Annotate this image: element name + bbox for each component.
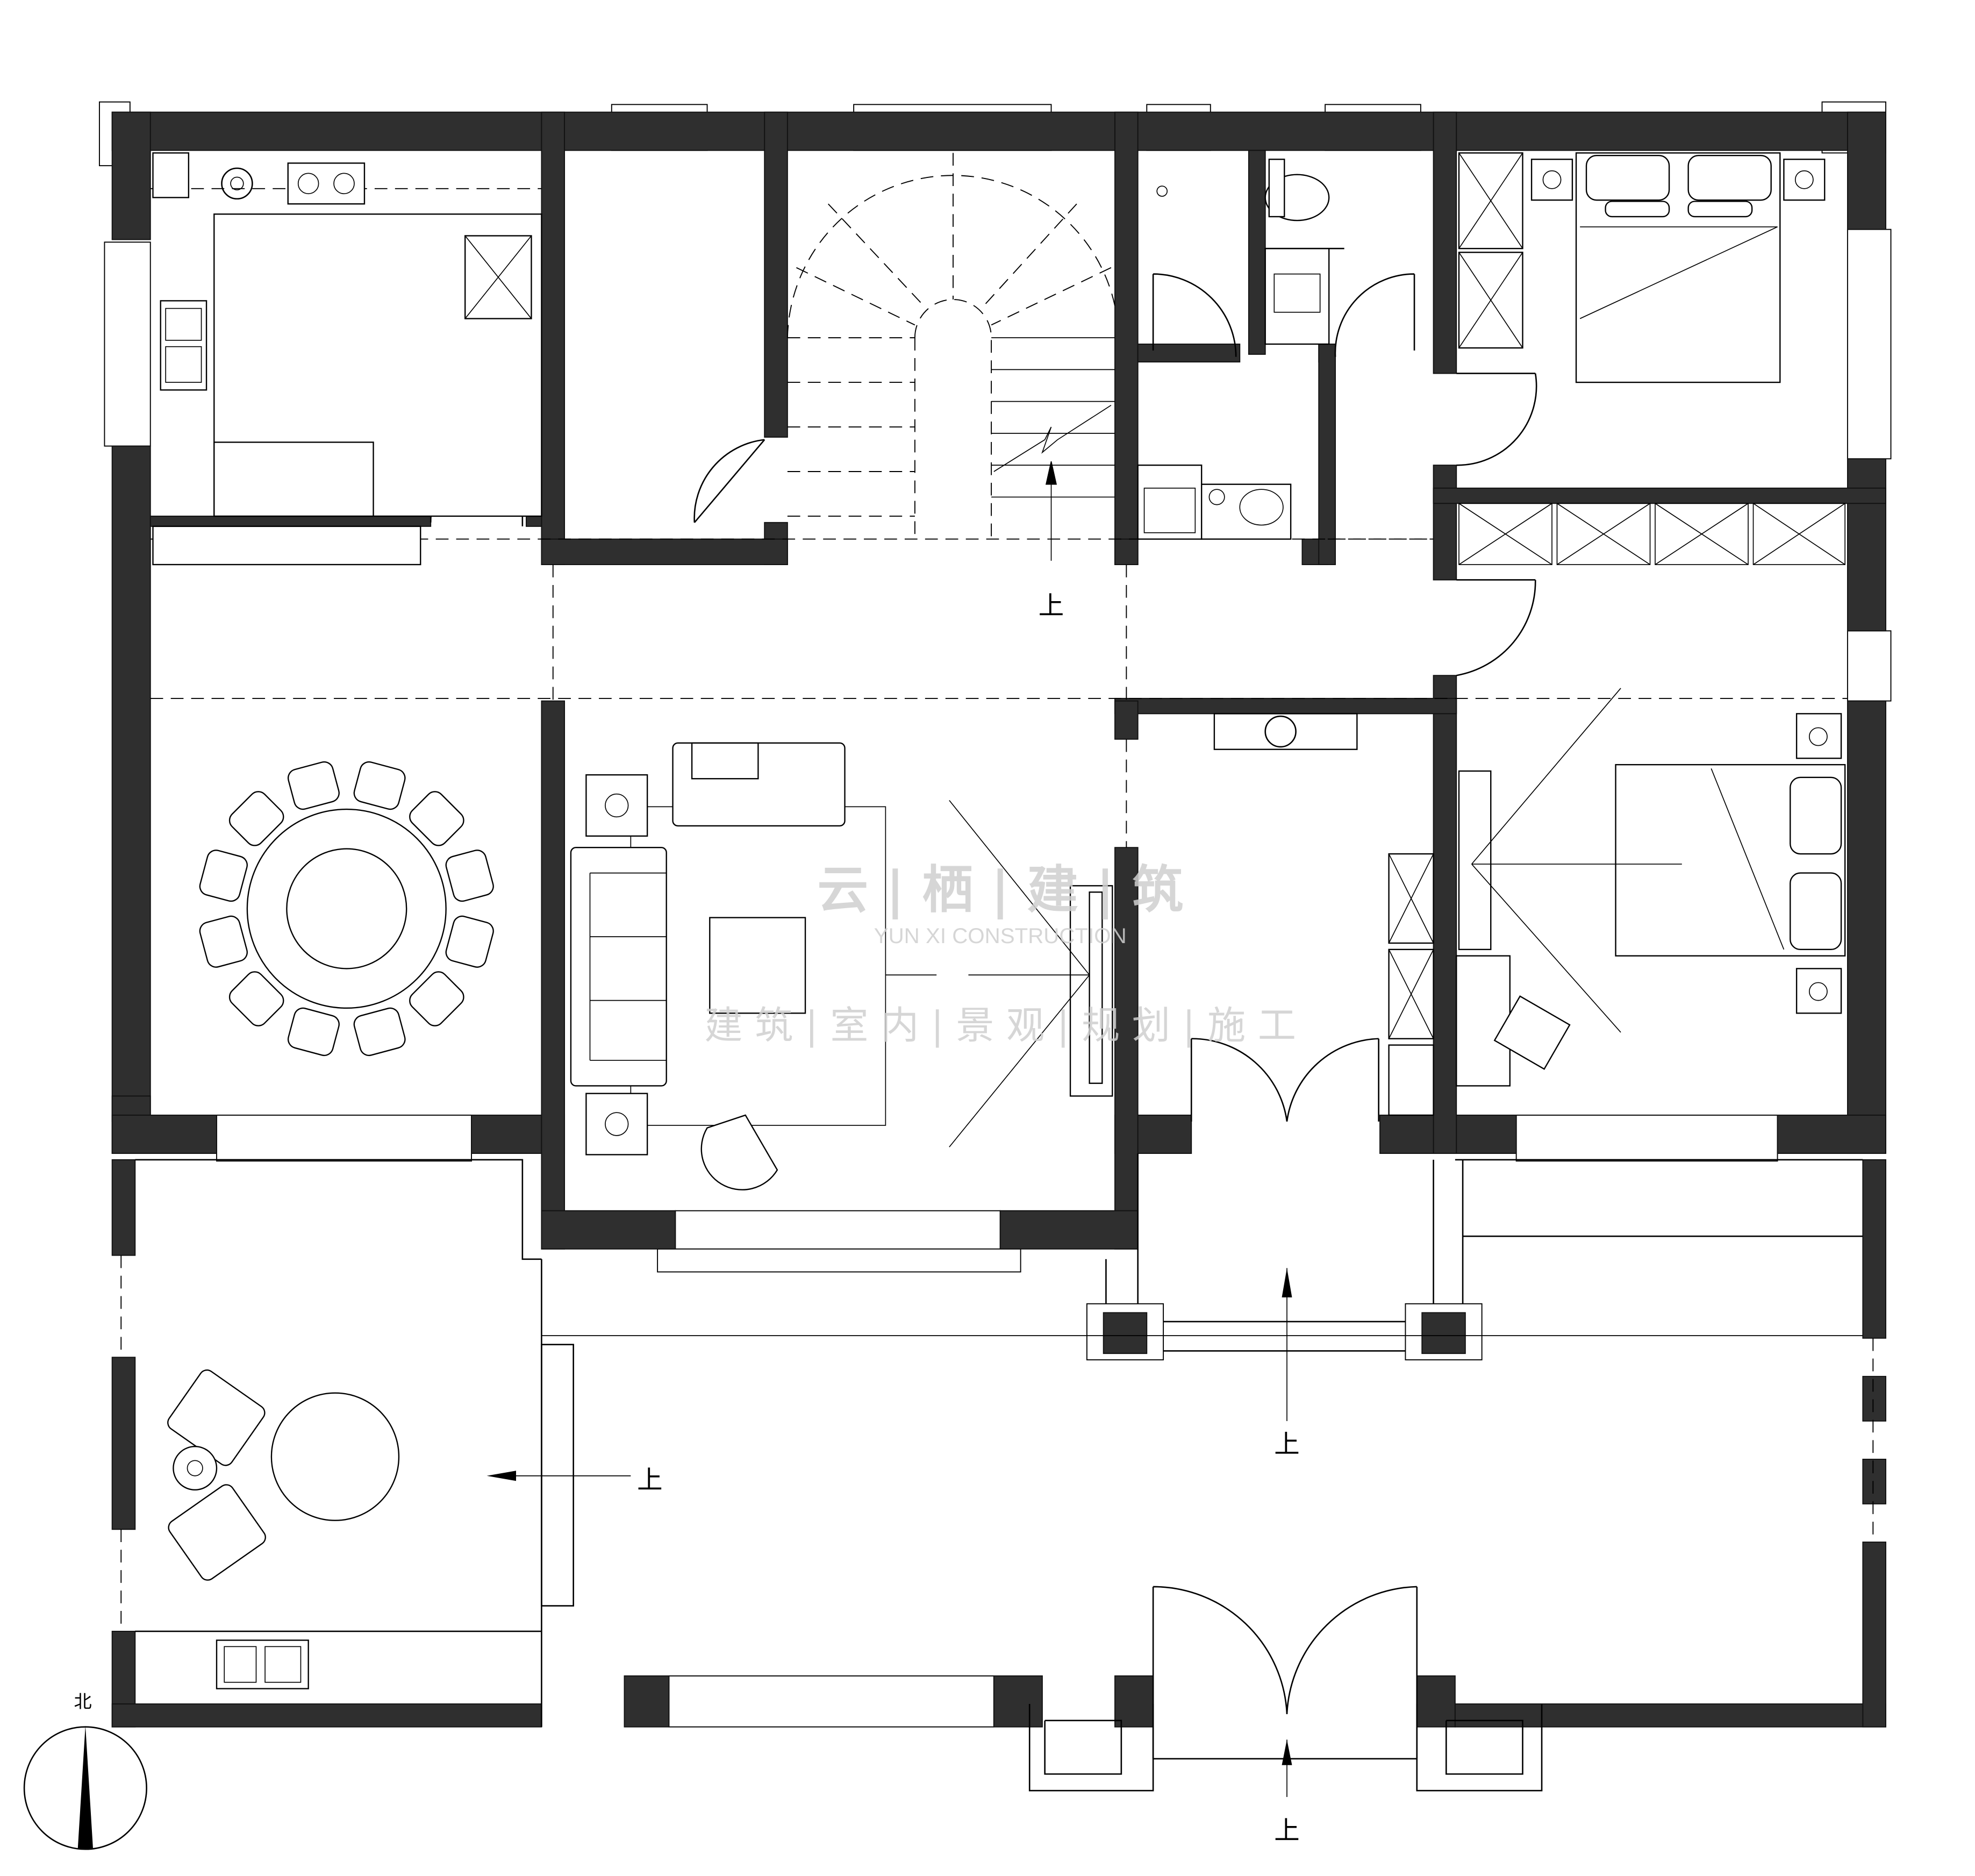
dining-chair [228, 791, 284, 846]
watermark-brand: 云 | 栖 | 建 | 筑 [817, 860, 1183, 920]
north-arrow-icon: 北 [23, 1691, 147, 1850]
watermark-brand-en: YUN XI CONSTRUCTION [874, 924, 1127, 948]
watermark-tagline: 建 筑 | 室 内 | 景 观 | 规 划 | 施 工 [704, 1003, 1296, 1048]
bathroom [1137, 159, 1344, 540]
living-room [570, 742, 1113, 1190]
entrance-up-label: 上 [1274, 1430, 1299, 1459]
bedroom-se [1213, 688, 1846, 1116]
dining-chair [199, 915, 248, 968]
dining-chair [353, 761, 406, 810]
bedroom-ne [1458, 152, 1846, 565]
dining-chair [353, 1007, 406, 1057]
walls [111, 111, 1886, 1728]
front-up-label: 上 [1274, 1816, 1299, 1845]
stair-up-label: 上 [1039, 591, 1064, 620]
north-label: 北 [74, 1691, 92, 1712]
watermark: 云 | 栖 | 建 | 筑 YUN XI CONSTRUCTION 建 筑 | … [704, 860, 1296, 1048]
dining-table [199, 761, 494, 1057]
dining-chair [409, 791, 464, 846]
dining-chair [199, 850, 248, 902]
staircase [786, 153, 1115, 561]
dining-chair [287, 761, 340, 810]
dining-chair [287, 1007, 340, 1057]
terrace-lounge [167, 1268, 1292, 1797]
dining-chair [409, 971, 464, 1026]
kitchen [152, 152, 542, 566]
terrace-up-label: 上 [637, 1465, 662, 1495]
dining-chair [228, 971, 284, 1026]
dining-chair [445, 915, 494, 968]
dining-chair [445, 850, 494, 902]
